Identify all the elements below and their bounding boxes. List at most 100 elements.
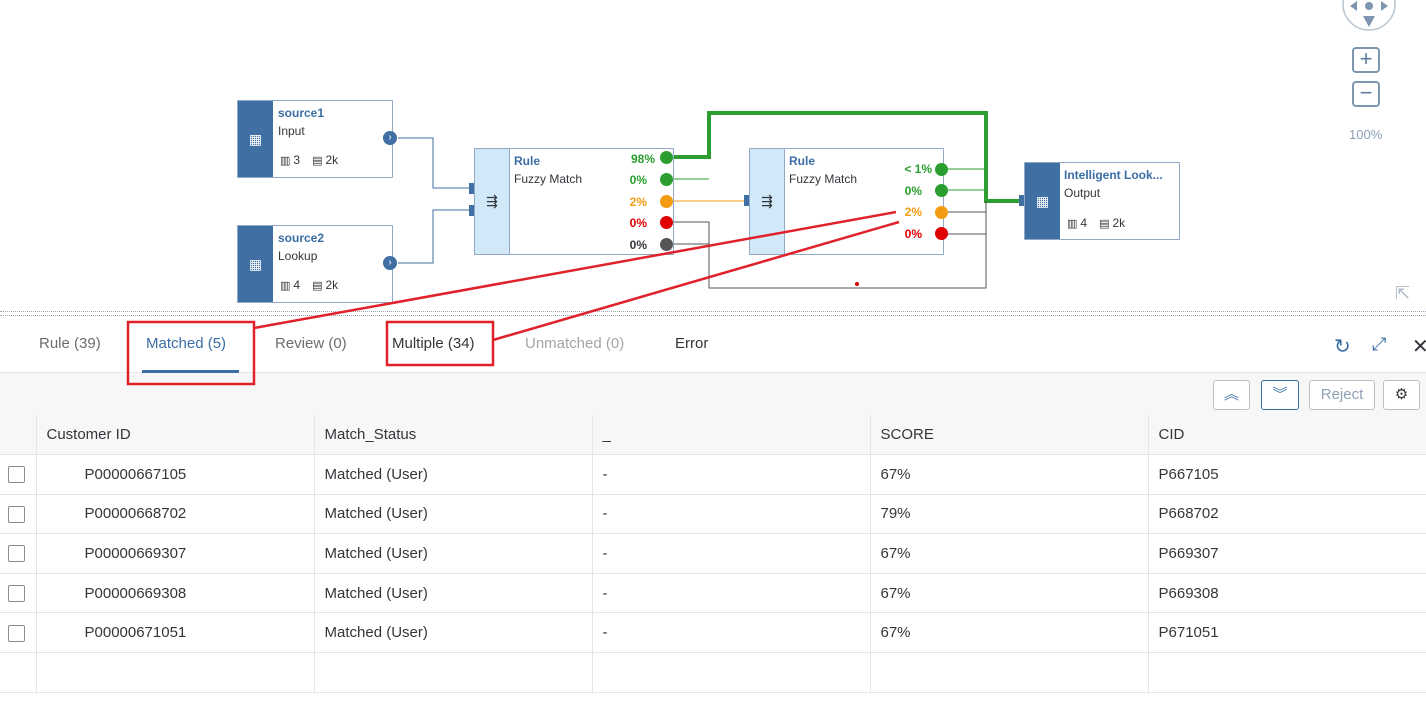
tab-matched[interactable]: Matched (5) (146, 335, 227, 352)
output-pct-matched: 98% (630, 152, 655, 166)
cell-underscore: - (592, 454, 871, 495)
node-title: Rule (789, 154, 816, 168)
table-row[interactable]: P00000668702 Matched (User) - 79% P66870… (0, 494, 1426, 535)
refresh-icon[interactable]: ↻ (1334, 336, 1351, 358)
cell-customer-id: P00000667105 (36, 454, 315, 495)
column-header[interactable]: SCORE (870, 415, 1149, 456)
flow-canvas[interactable]: ▦ source1 Input ▥3 ▤2k › ▦ source2 Looku… (0, 0, 1426, 313)
node-rule1[interactable]: ⇶ Rule Fuzzy Match 98% 0% 2% 0% 0% (474, 148, 674, 255)
node-source2[interactable]: ▦ source2 Lookup ▥4 ▤2k (237, 225, 393, 303)
node-meta: ▥3 ▤2k (280, 153, 339, 167)
expand-all-button[interactable]: ︾ (1261, 380, 1299, 410)
edge-source1-rule1 (398, 137, 472, 189)
output-pct-unmatched: 0% (904, 227, 922, 241)
port-unmatched-icon[interactable] (660, 216, 673, 229)
collapse-all-button[interactable]: ︽ (1213, 380, 1250, 410)
cell-score: 67% (870, 573, 1149, 614)
table-icon: ▦ (238, 226, 273, 302)
table-icon: ▦ (238, 101, 273, 177)
row-checkbox[interactable] (8, 624, 25, 642)
cell-customer-id: P00000669308 (36, 573, 315, 614)
edge-source2-rule1 (398, 209, 472, 264)
cell-score: 67% (870, 612, 1149, 654)
double-chevron-up-icon: ︽ (1223, 386, 1239, 403)
node-title: source1 (278, 106, 325, 120)
input-port[interactable] (469, 205, 474, 216)
tab-review[interactable]: Review (0) (275, 335, 347, 352)
tab-error[interactable]: Error (675, 335, 709, 352)
column-header[interactable]: Match_Status (314, 415, 593, 456)
output-pct: 0% (904, 184, 922, 198)
column-header[interactable]: CID (1148, 415, 1426, 456)
row-checkbox[interactable] (8, 505, 25, 523)
node-output[interactable]: ▦ Intelligent Look... Output ▥4 ▤2k (1024, 162, 1180, 240)
marker-dot (855, 282, 859, 286)
rows-icon: ▤ (312, 280, 323, 292)
node-subtitle: Input (278, 124, 305, 138)
tab-rule[interactable]: Rule (39) (39, 335, 101, 352)
cell-match-status: Matched (User) (314, 494, 593, 535)
port-multiple-icon[interactable] (660, 195, 673, 208)
rows-icon: ▤ (312, 155, 323, 167)
port-matched-icon[interactable] (660, 151, 673, 164)
results-tab-bar: Rule (39) Matched (5) Review (0) Multipl… (0, 316, 1426, 373)
cell-cid: P669308 (1148, 573, 1426, 614)
node-subtitle: Lookup (278, 249, 318, 263)
column-header[interactable]: _ (592, 415, 871, 456)
column-header[interactable]: Customer ID (36, 415, 315, 456)
cell-match-status: Matched (User) (314, 612, 593, 654)
columns-icon: ▥ (280, 155, 291, 167)
input-port[interactable] (1019, 195, 1024, 206)
zoom-in-icon[interactable]: + (1352, 47, 1380, 73)
tab-unmatched[interactable]: Unmatched (0) (525, 335, 625, 352)
port-error-icon[interactable] (660, 238, 673, 251)
table-row[interactable]: P00000669307 Matched (User) - 67% P66930… (0, 533, 1426, 574)
table-row[interactable]: P00000671051 Matched (User) - 67% P67105… (0, 612, 1426, 654)
output-port-icon[interactable]: › (383, 256, 397, 270)
close-icon[interactable]: ✕ (1412, 336, 1426, 358)
minimize-canvas-icon[interactable]: ⇱ (1395, 283, 1411, 303)
row-checkbox[interactable] (8, 545, 25, 563)
cell-customer-id: P00000671051 (36, 612, 315, 654)
port-unmatched-icon[interactable] (935, 227, 948, 240)
cell-underscore: - (592, 612, 871, 654)
columns-icon: ▥ (280, 280, 291, 292)
columns-icon: ▥ (1067, 218, 1078, 230)
rows-icon: ▤ (1099, 218, 1110, 230)
table-row[interactable]: P00000667105 Matched (User) - 67% P66710… (0, 454, 1426, 495)
cell-customer-id: P00000669307 (36, 533, 315, 574)
table-row-empty (0, 652, 1426, 693)
results-table: Customer ID Match_Status _ SCORE CID P00… (0, 415, 1426, 693)
node-subtitle: Fuzzy Match (789, 172, 858, 186)
expand-icon[interactable]: ⤢ (1372, 334, 1387, 354)
output-pct-error: 0% (629, 238, 647, 252)
node-source1[interactable]: ▦ source1 Input ▥3 ▤2k (237, 100, 393, 178)
node-meta: ▥4 ▤2k (1067, 216, 1126, 230)
table-row[interactable]: P00000669308 Matched (User) - 67% P66930… (0, 573, 1426, 614)
input-port[interactable] (469, 183, 474, 194)
gear-icon: ⚙ (1394, 386, 1409, 403)
cell-customer-id: P00000668702 (36, 494, 315, 535)
row-checkbox[interactable] (8, 584, 25, 602)
node-title: Intelligent Look... (1064, 168, 1163, 182)
pan-control-icon[interactable] (1340, 0, 1400, 36)
node-title: Rule (514, 154, 541, 168)
settings-button[interactable]: ⚙ (1383, 380, 1420, 410)
output-port-icon[interactable]: › (383, 131, 397, 145)
port-icon[interactable] (935, 184, 948, 197)
input-port[interactable] (744, 195, 749, 206)
zoom-out-icon[interactable]: − (1352, 81, 1380, 107)
port-icon[interactable] (660, 173, 673, 186)
cell-match-status: Matched (User) (314, 573, 593, 614)
output-pct-matched: < 1% (904, 162, 932, 176)
reject-button[interactable]: Reject (1309, 380, 1375, 410)
port-matched-icon[interactable] (935, 163, 948, 176)
node-title: source2 (278, 231, 325, 245)
cell-match-status: Matched (User) (314, 454, 593, 495)
edge-rule1-red (673, 221, 710, 244)
row-checkbox[interactable] (8, 466, 25, 484)
tab-multiple[interactable]: Multiple (34) (392, 335, 475, 352)
cell-score: 79% (870, 494, 1149, 535)
node-rule2[interactable]: ⇶ Rule Fuzzy Match < 1% 0% 2% 0% (749, 148, 944, 255)
port-multiple-icon[interactable] (935, 206, 948, 219)
